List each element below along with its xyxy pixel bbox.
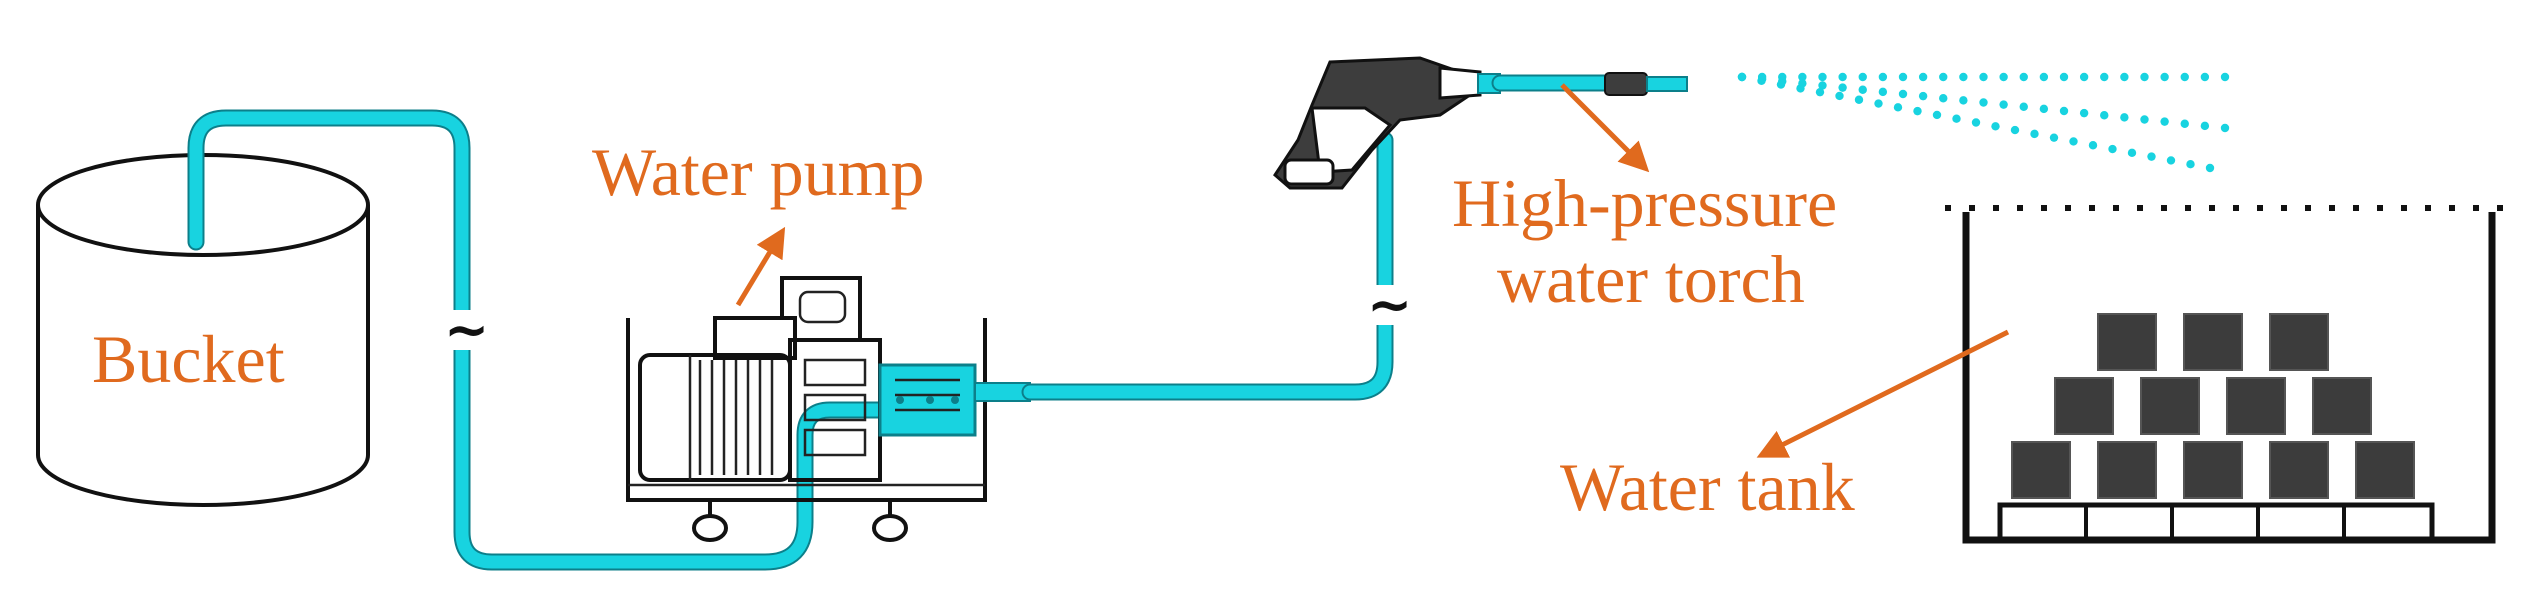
spray-droplet — [2059, 72, 2069, 82]
spray-droplet — [2039, 104, 2049, 114]
spray-droplet — [2079, 108, 2089, 118]
spray-droplet — [1939, 72, 1948, 82]
spray-droplet — [1796, 84, 1805, 93]
spray-droplet — [2100, 72, 2109, 82]
spray-droplet — [1798, 72, 1807, 82]
torch-arrow — [1560, 83, 1650, 173]
spray-droplet — [1918, 91, 1928, 101]
spray-droplet — [1959, 96, 1968, 105]
spray-droplet — [1858, 72, 1867, 82]
brick — [2140, 377, 2200, 435]
brick — [2312, 377, 2372, 435]
spray-droplet — [1999, 100, 2008, 109]
spray-droplet — [1818, 72, 1827, 82]
spray-droplet — [1952, 114, 1961, 123]
spray-droplet — [2120, 72, 2129, 82]
spray-droplet — [1838, 72, 1847, 82]
spray-droplet — [1835, 91, 1844, 101]
spray-droplet — [1991, 122, 2000, 131]
spray-droplet — [1918, 72, 1928, 82]
spray-droplet — [1898, 89, 1908, 99]
water-spray — [1737, 72, 2230, 173]
brick — [2269, 313, 2329, 371]
spray-droplet — [2186, 160, 2195, 169]
spray-droplet — [2160, 117, 2169, 126]
spray-droplet — [1815, 87, 1825, 97]
spray-droplet — [2127, 148, 2137, 158]
spray-droplet — [2019, 102, 2028, 111]
spray-droplet — [2140, 72, 2149, 82]
spray-droplet — [1999, 72, 2008, 82]
spray-droplet — [2120, 113, 2129, 122]
spray-droplet — [2059, 106, 2069, 116]
spray-droplet — [2200, 72, 2210, 82]
spray-droplet — [2200, 121, 2210, 131]
spray-droplet — [2019, 72, 2028, 82]
spray-droplet — [2160, 72, 2169, 82]
spray-droplet — [1939, 94, 1948, 103]
spray-droplet — [1959, 72, 1968, 82]
brick — [2097, 313, 2157, 371]
high-pressure-water-torch — [1273, 56, 1688, 190]
water-pump — [626, 276, 1031, 542]
spray-droplet — [1932, 110, 1942, 120]
spray-droplet — [2108, 144, 2117, 154]
spray-droplet — [2010, 125, 2020, 135]
spray-droplet — [2180, 119, 2189, 128]
spray-droplet — [2166, 156, 2176, 165]
spray-droplet — [2030, 129, 2039, 139]
brick — [2011, 441, 2071, 499]
spray-droplet — [2140, 115, 2149, 124]
spray-droplet — [2147, 152, 2156, 161]
water-tank-arrow — [1756, 329, 2010, 458]
spray-droplet — [2049, 133, 2059, 142]
brick — [2269, 441, 2329, 499]
spray-droplet — [1776, 80, 1786, 89]
spray-droplet — [1858, 85, 1867, 94]
motor-fins — [698, 360, 774, 475]
water-pump-label: Water pump — [592, 134, 925, 210]
spray-droplet — [1979, 98, 1988, 107]
spray-droplet — [1818, 81, 1827, 90]
spray-droplet — [1898, 72, 1908, 82]
outlet-hose — [1021, 131, 1394, 401]
brick — [2183, 441, 2243, 499]
water-pump-arrow — [735, 226, 786, 307]
spray-droplet — [1971, 118, 1981, 127]
spray-droplet — [2039, 72, 2049, 82]
spray-droplet — [2079, 72, 2089, 82]
spray-droplet — [1874, 99, 1883, 108]
spray-droplet — [2069, 137, 2078, 146]
spray-droplet — [1878, 87, 1888, 97]
brick — [2355, 441, 2415, 499]
spray-droplet — [1913, 106, 1922, 116]
brick — [2054, 377, 2114, 435]
water-tank-label: Water tank — [1560, 449, 1855, 525]
spray-droplet — [1854, 95, 1864, 104]
spray-droplet — [2220, 72, 2230, 82]
spray-droplet — [2220, 123, 2230, 133]
spray-droplet — [1757, 76, 1766, 85]
spray-droplet — [2205, 163, 2215, 173]
bucket-label: Bucket — [92, 321, 285, 397]
hose-break-symbol-1: ~ — [444, 298, 489, 361]
spray-droplet — [1893, 103, 1903, 112]
water-tank — [1945, 205, 2515, 544]
spray-droplet — [2180, 72, 2189, 82]
spray-droplet — [1878, 72, 1888, 82]
spray-droplet — [1979, 72, 1988, 82]
tank-base-pallet — [1997, 502, 2435, 543]
spray-droplet — [2088, 141, 2098, 150]
hose-break-symbol-2: ~ — [1367, 273, 1412, 336]
spray-droplet — [1838, 83, 1847, 92]
brick — [2097, 441, 2157, 499]
spray-droplet — [1737, 72, 1747, 82]
torch-label-line2: water torch — [1497, 241, 1805, 317]
spray-droplet — [2100, 111, 2109, 120]
brick — [2183, 313, 2243, 371]
brick — [2226, 377, 2286, 435]
torch-label-line1: High-pressure — [1452, 165, 1837, 241]
